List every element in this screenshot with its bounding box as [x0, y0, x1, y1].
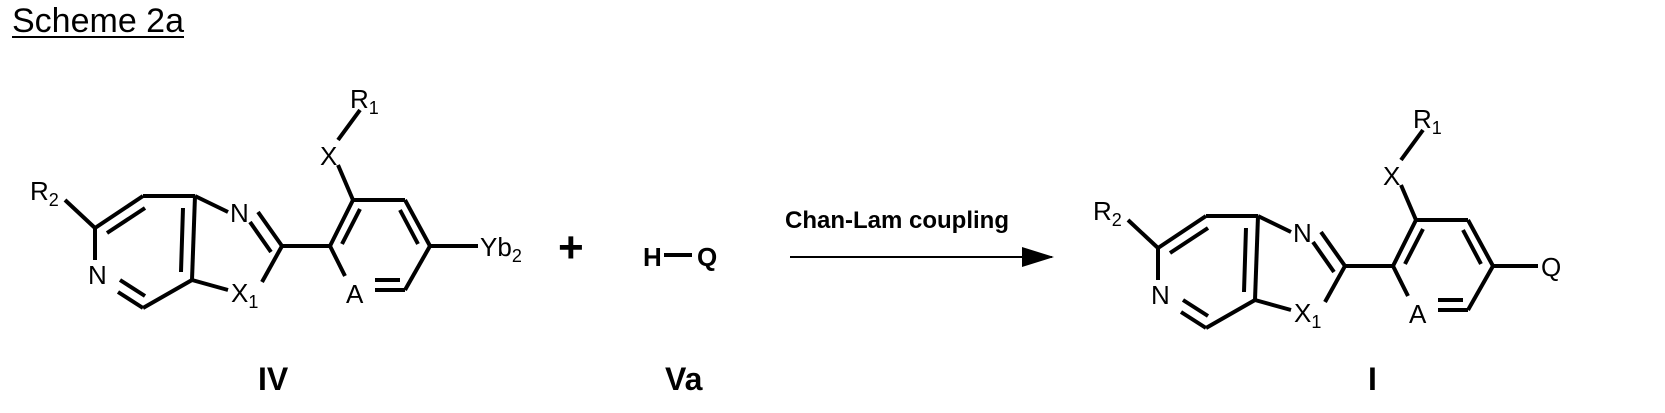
compound-va-label: Va	[665, 361, 703, 397]
iv-pyridine-n-label: N	[88, 260, 107, 290]
reaction-condition-label: Chan-Lam coupling	[785, 207, 1009, 234]
compound-iv-label: IV	[258, 361, 289, 397]
iv-imidazole-n-label: N	[230, 198, 249, 228]
i-r2-label: R2	[1093, 196, 1122, 230]
plus-sign: +	[558, 223, 584, 272]
va-q-label: Q	[697, 242, 717, 272]
compound-iv-structure	[65, 110, 478, 308]
i-x-label: X	[1383, 161, 1400, 191]
i-r1-label: R1	[1413, 104, 1442, 138]
va-h-label: H	[643, 242, 662, 272]
compound-i-structure	[1128, 130, 1538, 328]
iv-r1-label: R1	[350, 84, 379, 118]
i-pyridine-n-label: N	[1151, 280, 1170, 310]
i-q-label: Q	[1541, 252, 1561, 282]
i-a-label: A	[1409, 299, 1427, 329]
compound-i-label: I	[1368, 361, 1377, 397]
iv-x-label: X	[320, 141, 337, 171]
iv-x1-label: X1	[231, 278, 258, 312]
iv-r2-label: R2	[30, 176, 59, 210]
iv-yb2-label: Yb2	[480, 232, 522, 266]
iv-a-label: A	[346, 279, 364, 309]
i-x1-label: X1	[1294, 298, 1321, 332]
i-imidazole-n-label: N	[1293, 218, 1312, 248]
